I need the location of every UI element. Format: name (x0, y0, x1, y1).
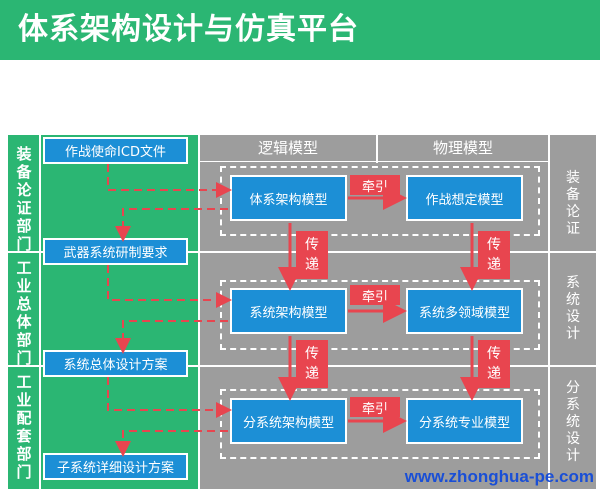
arrow-icd-to-architecture (107, 164, 232, 198)
department-band (8, 135, 39, 489)
dashed-group-row1 (220, 166, 540, 236)
department-label-equipment: 装备论证部门 (16, 145, 32, 253)
right-label-subsystem-design: 分系统设计 (566, 380, 580, 464)
arrow-subsystem-to-detail (115, 430, 228, 457)
transfer-char-2: 递 (487, 257, 501, 273)
left-box-icd[interactable]: 作战使命ICD文件 (43, 137, 188, 164)
title-bar: 体系架构设计与仿真平台 (0, 0, 600, 60)
arrow-design-to-subsystem (107, 377, 232, 418)
arrow-requirements-to-system (107, 265, 232, 308)
logical-model-header: 逻辑模型 (257, 139, 318, 157)
left-box-subsystem-design[interactable]: 子系统详细设计方案 (43, 453, 188, 480)
left-box-weapon-requirements[interactable]: 武器系统研制要求 (43, 238, 188, 265)
transfer-char-2: 递 (487, 366, 501, 382)
right-label-column (550, 135, 596, 489)
arrow-architecture-to-requirements (115, 208, 228, 242)
diagram-area: 逻辑模型 物理模型 装备论证部门 工业总体部门 工业配套部门 作战使命ICD文件… (8, 135, 596, 489)
page-title: 体系架构设计与仿真平台 (18, 12, 359, 47)
transfer-char-1: 传 (487, 346, 501, 362)
right-label-equipment: 装备论证 (566, 170, 580, 237)
dashed-group-row2 (220, 280, 540, 350)
transfer-char-1: 传 (305, 237, 319, 253)
model-box-system-multidomain[interactable]: 系统多领域模型 (406, 288, 523, 334)
arrows-layer (107, 164, 484, 457)
transfer-char-1: 传 (305, 346, 319, 362)
transfer-label-physical-1: 传 递 (478, 231, 510, 279)
dashed-group-row3 (220, 389, 540, 459)
arrow-system-to-design (115, 320, 228, 354)
department-label-industry-general: 工业总体部门 (16, 259, 32, 367)
left-box-system-design[interactable]: 系统总体设计方案 (43, 350, 188, 377)
transfer-char-1: 传 (487, 237, 501, 253)
right-label-system-design: 系统设计 (566, 275, 580, 342)
physical-model-header: 物理模型 (432, 139, 493, 157)
header-divider (200, 161, 548, 162)
model-box-architecture[interactable]: 体系架构模型 (230, 175, 347, 221)
model-box-subsystem-architecture[interactable]: 分系统架构模型 (230, 398, 347, 444)
department-label-industry-supporting: 工业配套部门 (16, 373, 32, 481)
model-box-combat-scenario[interactable]: 作战想定模型 (406, 175, 523, 221)
watermark-url: www.zhonghua-pe.com (404, 467, 594, 486)
transfer-char-2: 递 (305, 257, 319, 273)
model-box-subsystem-professional[interactable]: 分系统专业模型 (406, 398, 523, 444)
transfer-char-2: 递 (305, 366, 319, 382)
column-divider (376, 135, 378, 163)
